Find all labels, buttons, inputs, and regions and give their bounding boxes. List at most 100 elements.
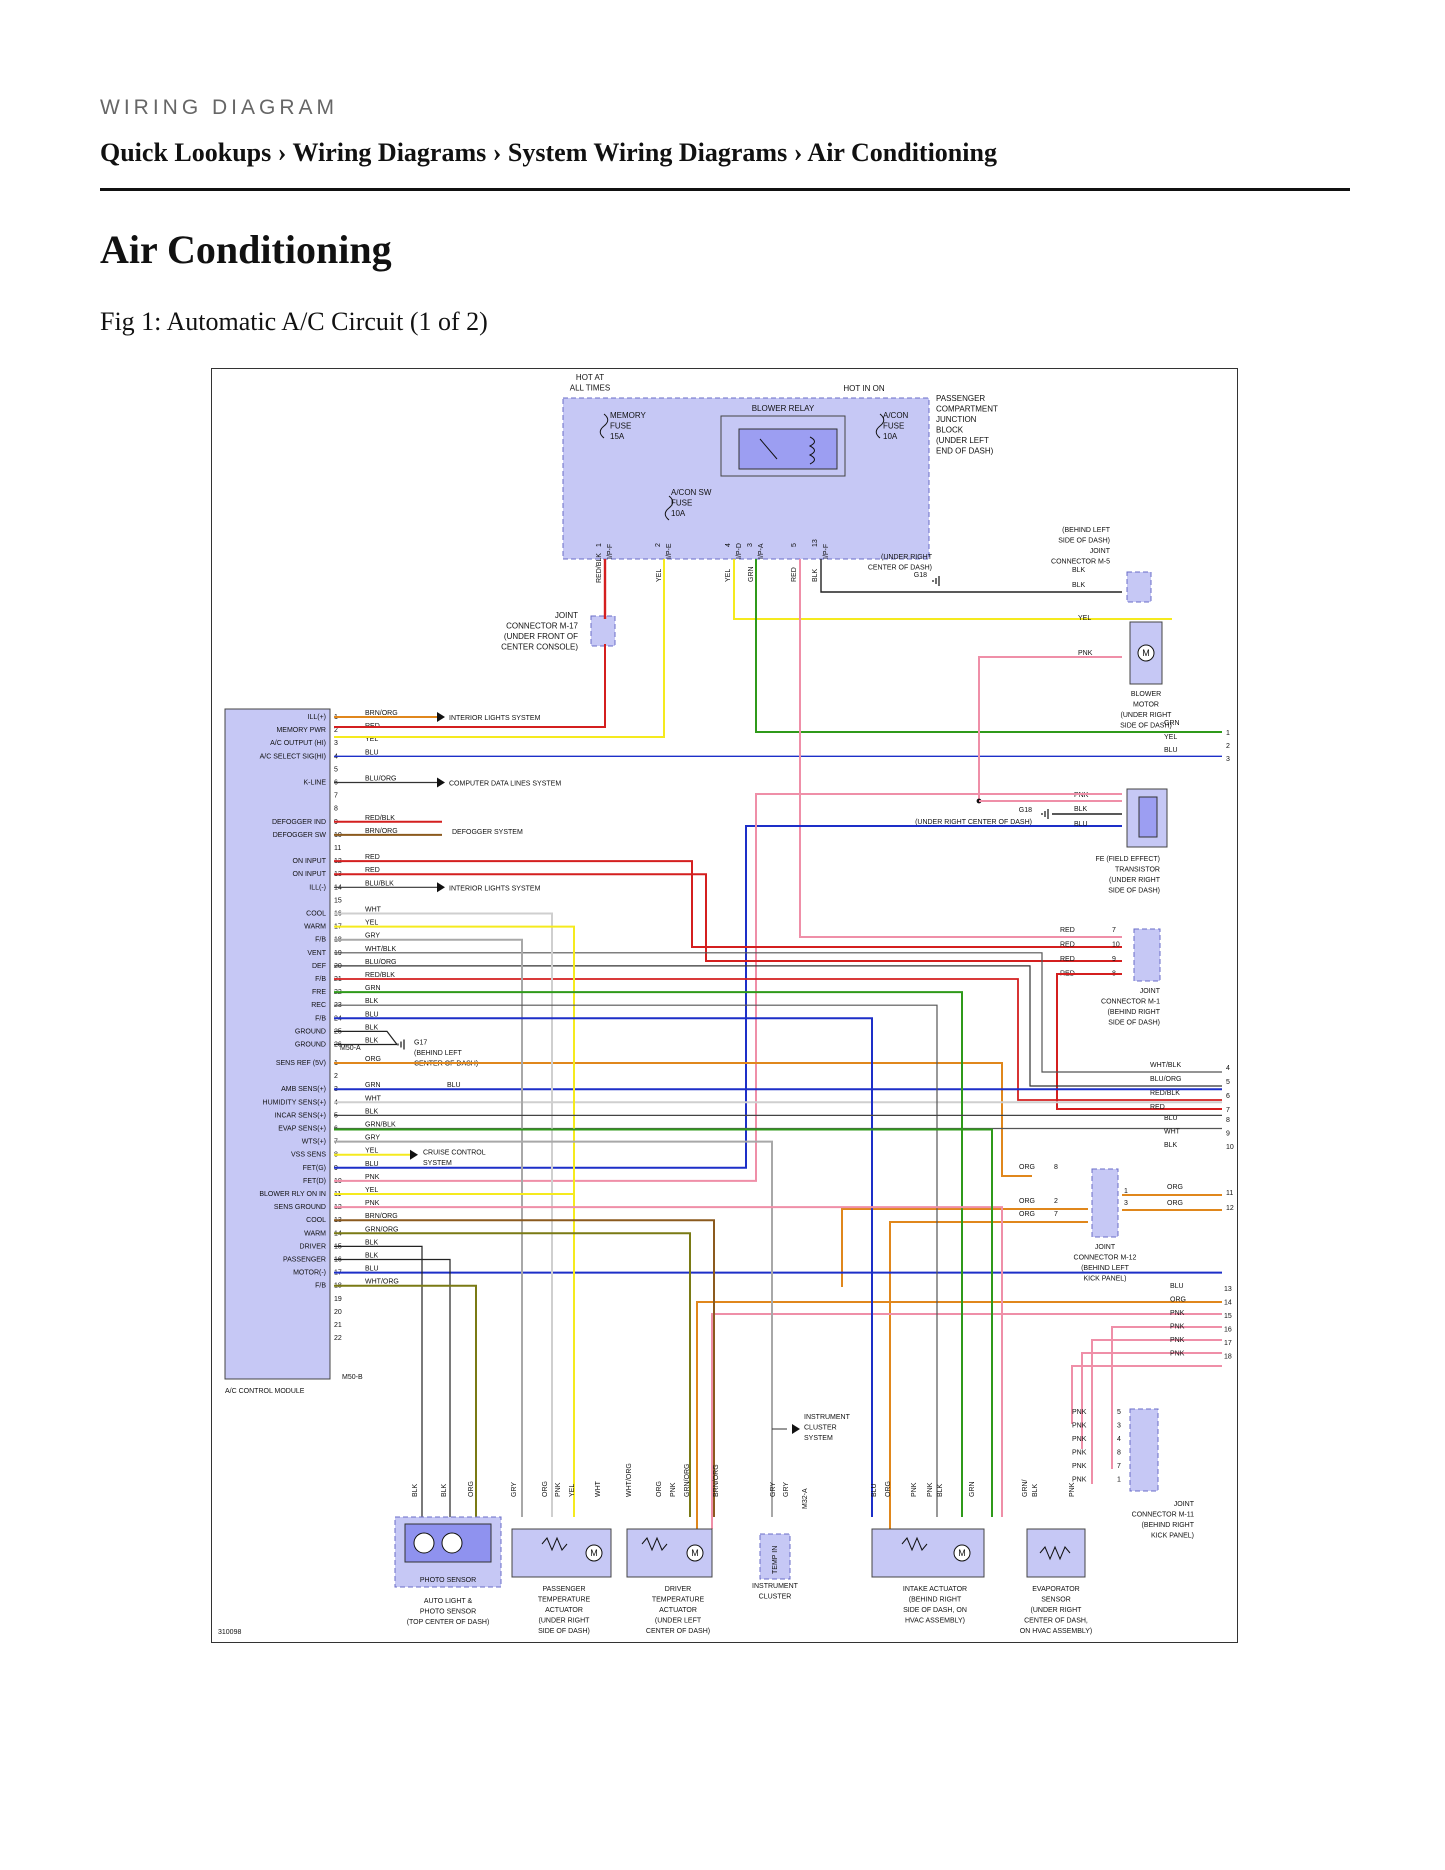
breadcrumb-item[interactable]: Wiring Diagrams [292,138,487,167]
diagram-label: BLU [1074,821,1088,828]
module-pin-function: DEFOGGER IND [272,819,326,826]
diagram-label: G18 [1019,807,1032,814]
joint-connector-m11 [1129,1408,1159,1492]
diagram-label: BLU [447,1082,461,1089]
wire-color-label: GRN/ORG [365,1226,398,1233]
diagram-label: CENTER OF DASH) [646,1628,710,1635]
diagram-label: CONNECTOR M-17 [506,622,578,631]
diagram-label: YEL [725,569,732,582]
wire-color-label: BLU [365,1011,379,1018]
diagram-label: BLK [1164,1142,1178,1149]
breadcrumb-item[interactable]: System Wiring Diagrams [507,138,788,167]
breadcrumb-separator: › [787,138,808,167]
module-pin-function: DRIVER [300,1243,326,1250]
module-pin-function: A/C SELECT SIG(HI) [260,753,326,760]
diagram-label: KICK PANEL) [1151,1533,1194,1540]
module-pin-number: 3 [334,740,338,747]
passenger-temp-actuator [511,1528,612,1578]
module-pin-function: BLOWER RLY ON IN [259,1191,326,1198]
diagram-label: COMPARTMENT [936,405,998,414]
diagram-label: 15 [1224,1313,1232,1320]
module-pin-number: 8 [334,806,338,813]
diagram-label: DEFOGGER SYSTEM [452,829,523,836]
diagram-label: 1 [596,543,603,547]
module-pin-function: MEMORY PWR [276,727,326,734]
diagram-label: RED [791,567,798,582]
diagram-label: BLK [812,568,819,582]
wire-color-label: RED [365,854,380,861]
motor-icon-label: M [590,1548,598,1558]
wire-color-label: BLK [365,1239,379,1246]
diagram-label: 10A [671,509,686,518]
diagram-label: RED [1060,942,1075,949]
module-pin-function: VSS SENS [291,1152,326,1159]
diagram-label: PNK [1170,1351,1185,1358]
diagram-label: 15A [610,432,625,441]
diagram-label: RED [1150,1104,1165,1111]
diagram-label: BLU/ORG [1150,1076,1182,1083]
diagram-label: KICK PANEL) [1083,1276,1126,1283]
wire-gry [334,1140,773,1517]
section-kicker: WIRING DIAGRAM [100,96,338,119]
wire-color-label: BLK [412,1483,419,1497]
wire-grn [334,991,963,1517]
diagram-label: I/P-E [666,543,673,559]
wire-yel [334,925,575,1517]
diagram-label: (UNDER RIGHT CENTER OF DASH) [915,819,1032,826]
joint-connector-m1 [1133,928,1161,982]
diagram-label: (UNDER RIGHT [1121,712,1173,719]
wire-color-label: GRN [365,985,381,992]
diagram-label: (BEHIND RIGHT [1142,1522,1195,1529]
wire-color-label: BLU [365,1161,379,1168]
diagram-label: (UNDER RIGHT [1109,877,1161,884]
diagram-label: (BEHIND RIGHT [1108,1009,1161,1016]
module-pin-function: ILL(+) [308,714,326,721]
module-pin-number: 20 [334,1309,342,1316]
diagram-label: G18 [914,572,927,579]
diagram-label: 4 [1226,1065,1230,1072]
diagram-label: PNK [1072,1450,1087,1457]
diagram-label: PNK [1072,1436,1087,1443]
wire-color-label: BLK [365,1024,379,1031]
diagram-label: (UNDER RIGHT [539,1618,591,1625]
diagram-label: (UNDER FRONT OF [504,632,578,641]
module-pin-number: 5 [334,766,338,773]
wire-blu-org [334,965,1222,1087]
wire-color-label: BRN/ORG [713,1464,720,1497]
wire-color-label: PNK [365,1174,380,1181]
diagram-label: (UNDER RIGHT [1031,1607,1083,1614]
breadcrumb-item[interactable]: Quick Lookups [100,138,272,167]
diagram-label: AUTO LIGHT & [424,1598,473,1605]
diagram-label: 17 [1224,1340,1232,1347]
wire-color-label: BRN/ORG [365,828,398,835]
wire-color-label: YEL [569,1484,576,1497]
breadcrumb-item[interactable]: Air Conditioning [807,138,997,167]
diagram-label: SIDE OF DASH) [1120,723,1172,730]
wire-color-label: GRN/ [1022,1479,1029,1497]
diagram-label: BLK [1074,806,1088,813]
ground-icon [1041,809,1049,819]
wire-wht-org [334,1284,477,1517]
diagram-label: DRIVER [665,1586,691,1593]
thermistor-icon [1039,1545,1071,1561]
wire-color-label: WHT [365,1095,382,1102]
diagram-label: SIDE OF DASH) [538,1628,590,1635]
wire-color-label: RED [365,867,380,874]
diagram-label: 10A [883,432,898,441]
module-pin-function: F/B [315,937,326,944]
wire-color-label: PNK [670,1482,677,1497]
module-pin-function: DEFOGGER SW [273,832,327,839]
figure-id: 310098 [218,1629,241,1636]
wire-color-label: BLK [365,998,379,1005]
diagram-label: CRUISE CONTROL [423,1150,486,1157]
diagram-label: (TOP CENTER OF DASH) [407,1619,490,1626]
wire-color-label: ORG [885,1481,892,1497]
wire-color-label: ORG [656,1481,663,1497]
diagram-label: PHOTO SENSOR [420,1609,476,1616]
diagram-label: 13 [812,539,819,547]
diagram-label: JUNCTION [936,415,977,424]
wire-color-label: BLK [365,1253,379,1260]
diagram-label: (UNDER LEFT [655,1618,702,1625]
photodiode-icon [413,1532,435,1554]
